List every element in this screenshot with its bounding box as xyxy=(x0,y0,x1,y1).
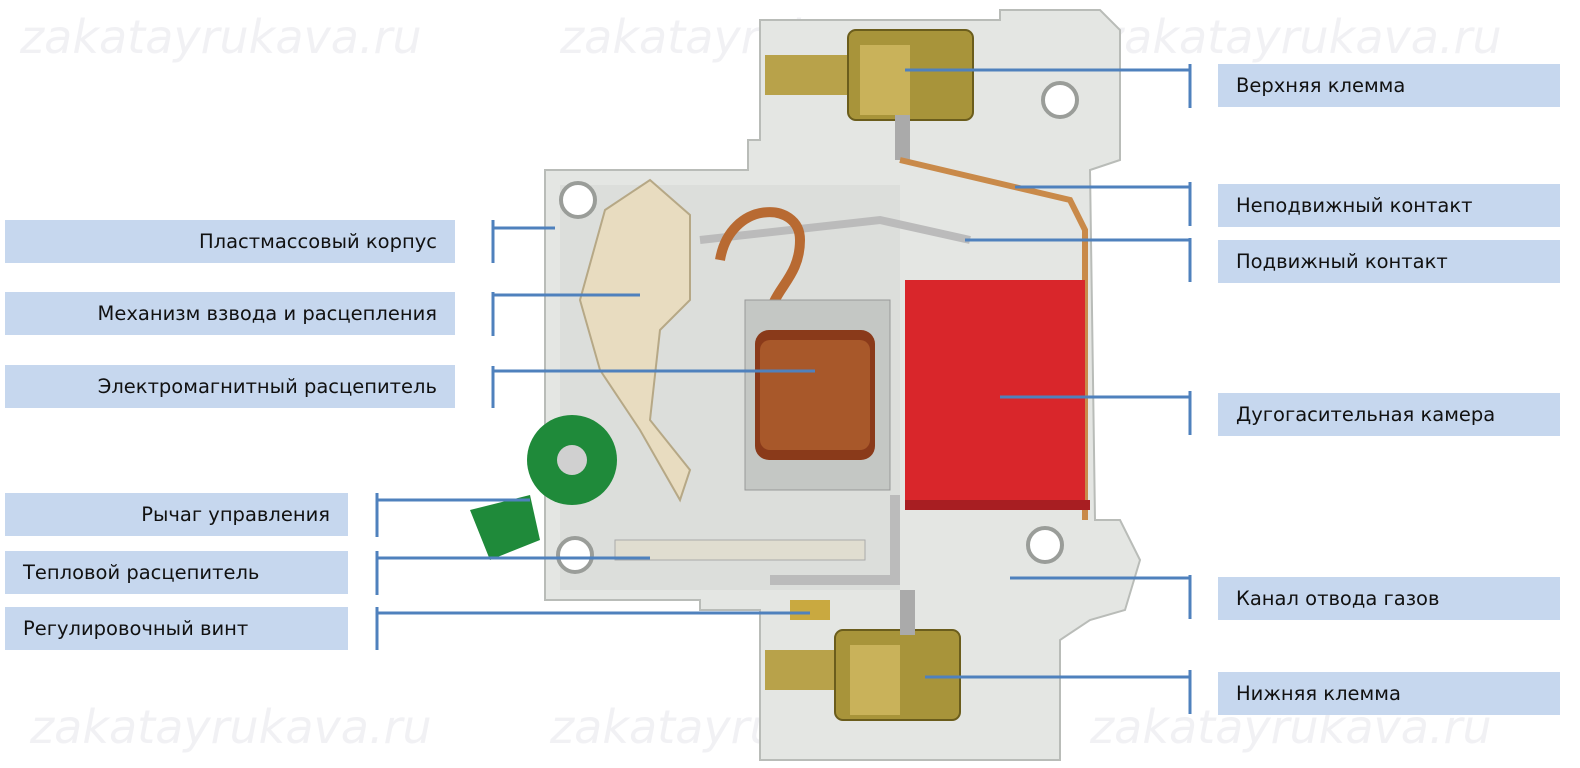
label-adjustment-screw: Регулировочный винт xyxy=(5,607,348,650)
mounting-hole xyxy=(556,536,594,574)
leader-lines xyxy=(375,64,1192,714)
trip-mechanism xyxy=(578,178,692,503)
watermark: zakatayrukava.ru xyxy=(30,700,432,754)
bottom-terminal xyxy=(765,590,961,721)
copper-braid xyxy=(715,207,806,321)
label-moving-contact: Подвижный контакт xyxy=(1218,240,1560,283)
electromagnetic-coil xyxy=(744,299,891,491)
mounting-hole xyxy=(559,181,597,219)
label-plastic-housing: Пластмассовый корпус xyxy=(5,220,455,263)
mounting-hole xyxy=(1041,81,1079,119)
top-terminal xyxy=(765,29,974,160)
label-trip-mechanism: Механизм взвода и расцепления xyxy=(5,292,455,335)
label-control-lever: Рычаг управления xyxy=(5,493,348,536)
label-thermal-release: Тепловой расцепитель xyxy=(5,551,348,594)
mounting-hole xyxy=(1026,526,1064,564)
label-top-terminal: Верхняя клемма xyxy=(1218,64,1560,107)
adjustment-screw xyxy=(790,600,830,620)
watermark: zakatayrukava.ru xyxy=(1100,10,1502,64)
arc-chamber xyxy=(905,280,1090,510)
label-gas-vent-channel: Канал отвода газов xyxy=(1218,577,1560,620)
label-fixed-contact: Неподвижный контакт xyxy=(1218,184,1560,227)
label-electromagnetic-release: Электромагнитный расцепитель xyxy=(5,365,455,408)
control-lever xyxy=(470,415,617,560)
label-bottom-terminal: Нижняя клемма xyxy=(1218,672,1560,715)
label-arc-chamber: Дугогасительная камера xyxy=(1218,393,1560,436)
moving-contact xyxy=(699,215,971,244)
watermark: zakatayrukava.ru xyxy=(20,10,422,64)
thermal-bimetal xyxy=(614,495,900,585)
